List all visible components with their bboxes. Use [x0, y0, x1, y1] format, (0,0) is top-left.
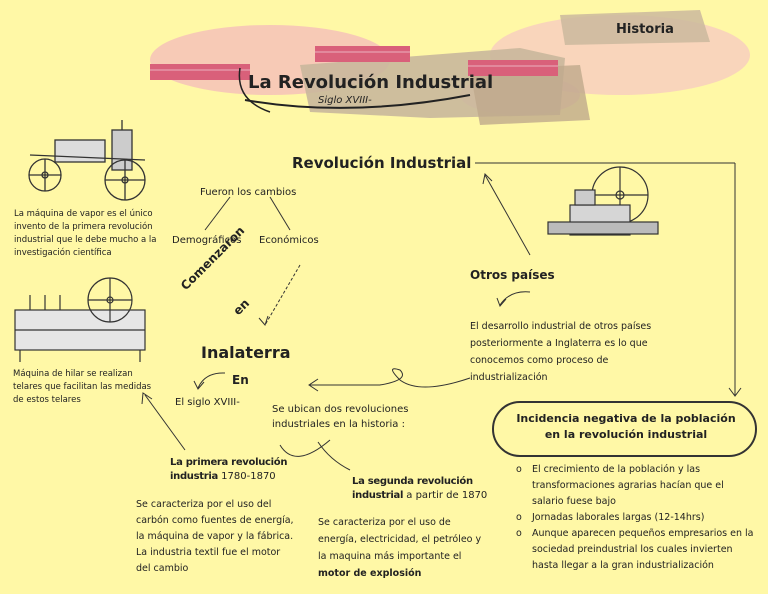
connector-line [317, 441, 351, 471]
washi-tape [468, 60, 558, 76]
steam-engine-illustration [28, 120, 146, 201]
incidencia-list: o El crecimiento de la población y las tr… [516, 462, 756, 574]
connector-line [484, 174, 531, 256]
incidencia-item: o El crecimiento de la población y las tr… [516, 462, 756, 510]
second-revolution-body: Se caracteriza por el uso de energía, el… [318, 517, 482, 562]
first-revolution-heading: La primera revolución industria 1780-187… [170, 456, 310, 484]
second-revolution-heading: La segunda revolución industrial a parti… [352, 475, 502, 503]
first-revolution-years: 1780-1870 [221, 471, 276, 482]
second-revolution-text: Se caracteriza por el uso de energía, el… [318, 514, 488, 582]
incidencia-item: o Aunque aparecen pequeños empresarios en… [516, 526, 756, 574]
torn-paper [470, 65, 590, 125]
country-label: Inalaterra [201, 343, 291, 362]
engine-illustration [547, 166, 659, 236]
bullet-icon: o [516, 464, 522, 475]
century-label: El siglo XVIII- [175, 397, 240, 408]
incidencia-item-text: El crecimiento de la población y las tra… [532, 464, 724, 507]
incidencia-item-text: Jornadas laborales largas (12-14hrs) [532, 512, 705, 523]
two-revolutions-text: Se ubican dos revoluciones industriales … [272, 404, 409, 430]
arrow-head [141, 392, 153, 405]
torn-paper [560, 10, 710, 45]
second-revolution-title: La segunda revolución industrial [352, 476, 473, 501]
steam-caption: La máquina de vapor es el único invento … [14, 209, 157, 258]
arrow-head [258, 315, 269, 326]
dashed-arrow [264, 264, 301, 326]
arrow-head [482, 172, 493, 185]
en-label-2: En [232, 373, 249, 387]
connector-line [204, 196, 231, 231]
spinning-caption: Máquina de hilar se realizan telares que… [13, 369, 152, 405]
connector-line [279, 439, 331, 457]
first-revolution-text: Se caracteriza por el uso del carbón com… [136, 499, 294, 574]
arrow-head [496, 297, 507, 307]
connector-line [144, 394, 186, 451]
changes-label: Fueron los cambios [200, 187, 297, 198]
arrow-head [728, 387, 742, 397]
bullet-icon: o [516, 528, 522, 539]
arrow-head [193, 380, 205, 390]
second-revolution-years: a partir de 1870 [406, 490, 488, 501]
incidencia-title: Incidencia negativa de la población en l… [516, 412, 736, 441]
page-subtitle: Siglo XVIII- [318, 95, 372, 106]
center-heading: Revolución Industrial [292, 154, 472, 172]
spiral-arrow [310, 368, 471, 388]
incidencia-item: o Jornadas laborales largas (12-14hrs) [516, 510, 756, 526]
incidencia-item-text: Aunque aparecen pequeños empresarios en … [532, 528, 754, 571]
first-revolution-title: La primera revolución industria [170, 457, 288, 482]
tag-label: Historia [616, 22, 674, 37]
spinning-machine-illustration [14, 277, 146, 362]
second-revolution-bold: motor de explosión [318, 568, 422, 579]
bullet-icon: o [516, 512, 522, 523]
change-economico: Económicos [259, 235, 319, 246]
incidencia-box [492, 401, 757, 457]
otros-paises-heading: Otros países [470, 268, 555, 282]
page-title: La Revolución Industrial [248, 72, 494, 93]
arrow-head [308, 378, 319, 392]
washi-tape [315, 46, 410, 62]
connector-line [269, 196, 291, 231]
change-demografico: Demográficos [172, 235, 242, 246]
curved-arrow [499, 291, 531, 306]
otros-paises-text: El desarrollo industrial de otros países… [470, 321, 652, 383]
curved-arrow [197, 372, 226, 389]
washi-tape [150, 64, 250, 80]
